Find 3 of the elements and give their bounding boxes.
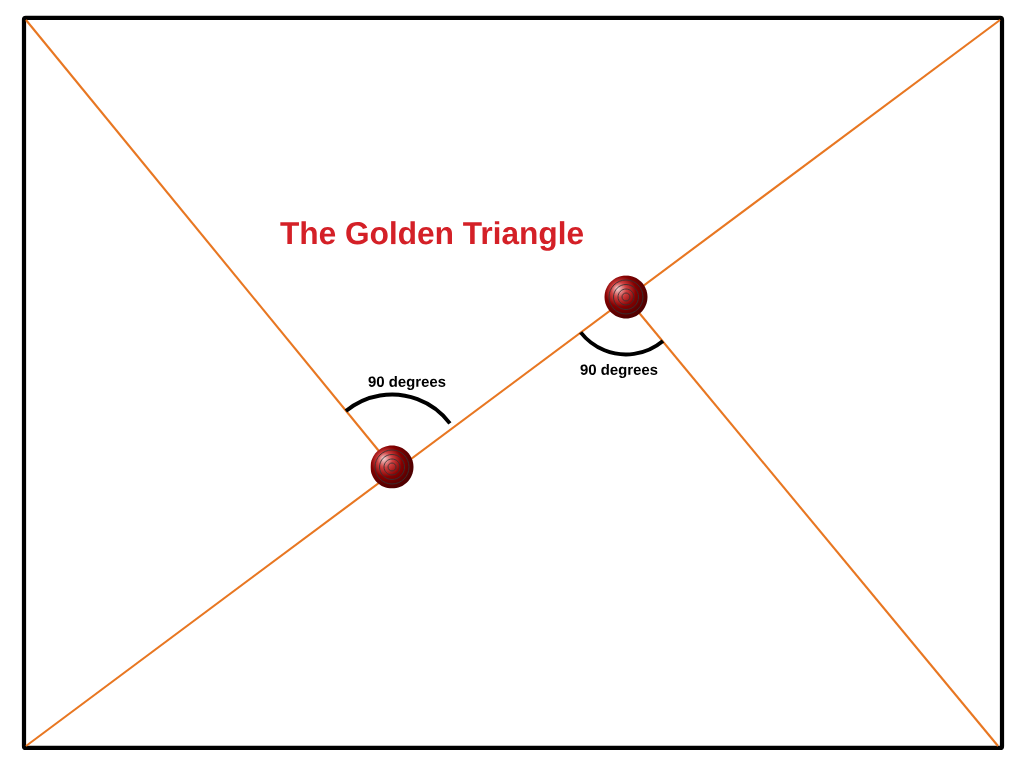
angle-label: 90 degrees (368, 376, 446, 390)
title: The Golden Triangle (280, 221, 583, 251)
angle-label: 90 degrees (580, 364, 658, 378)
